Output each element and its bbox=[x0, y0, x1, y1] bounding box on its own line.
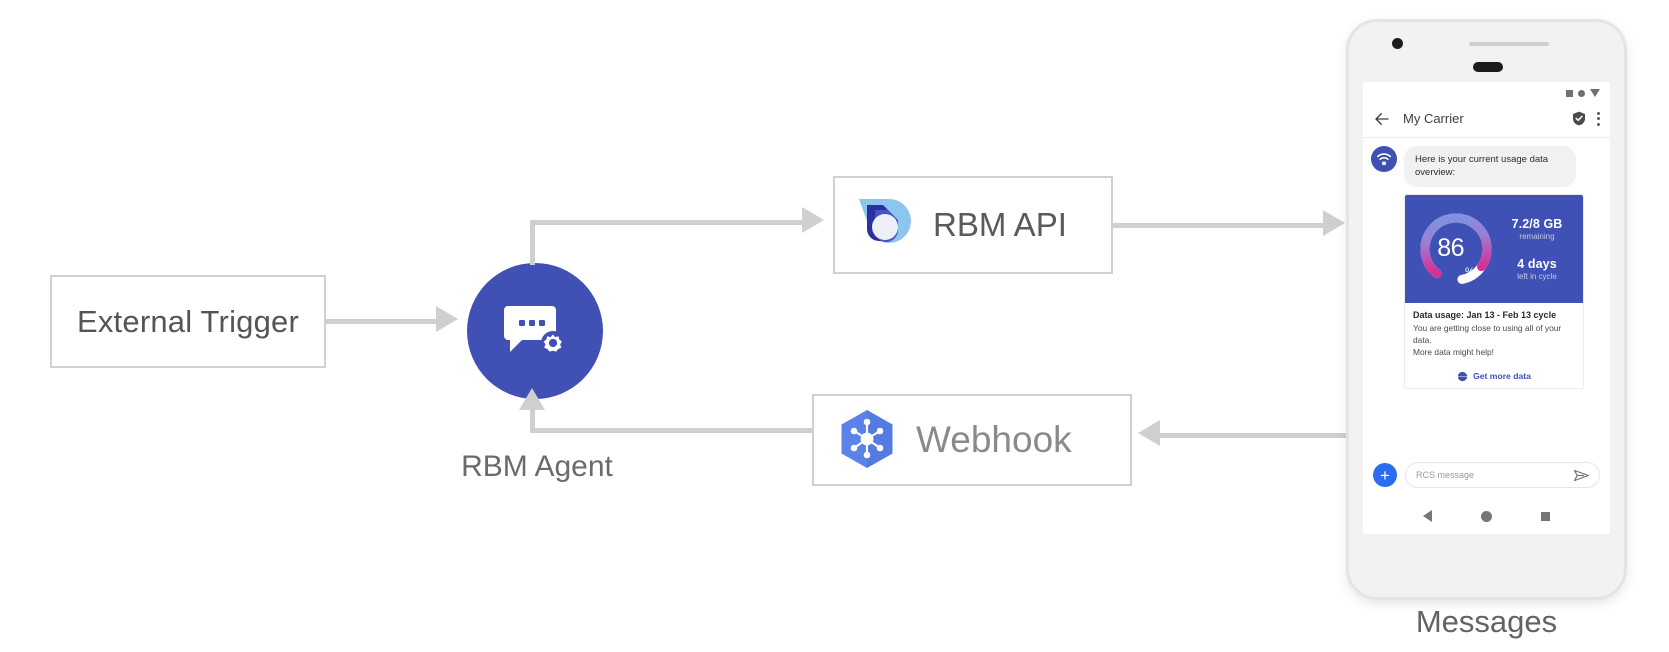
node-external-trigger[interactable]: External Trigger bbox=[50, 275, 326, 368]
arrowhead-api-to-phone bbox=[1323, 210, 1345, 236]
conversation-title: My Carrier bbox=[1403, 111, 1464, 126]
external-trigger-label: External Trigger bbox=[76, 303, 300, 339]
connector-trigger-to-agent bbox=[326, 319, 436, 324]
rcs-input-placeholder: RCS message bbox=[1416, 470, 1475, 480]
connector-agent-to-api-vertical bbox=[530, 220, 535, 265]
gauge-percent-symbol: % bbox=[1465, 265, 1475, 278]
card-hero: 86 % 7.2/8 GB remaining 4 days left in c… bbox=[1405, 194, 1583, 303]
rcs-message-input[interactable]: RCS message bbox=[1405, 462, 1600, 488]
conversation-area: Here is your current usage data overview… bbox=[1363, 138, 1610, 468]
card-title: Data usage: Jan 13 - Feb 13 cycle bbox=[1413, 309, 1557, 320]
rcs-agent-wifi-icon bbox=[1371, 146, 1397, 172]
rich-card[interactable]: 86 % 7.2/8 GB remaining 4 days left in c… bbox=[1404, 193, 1584, 389]
card-hero-stats: 7.2/8 GB remaining 4 days left in cycle bbox=[1499, 217, 1579, 281]
incoming-message-row: Here is your current usage data overview… bbox=[1371, 146, 1602, 187]
card-description-line1: You are getting close to using all of yo… bbox=[1413, 322, 1562, 346]
back-arrow-icon[interactable] bbox=[1373, 110, 1391, 128]
send-icon[interactable] bbox=[1574, 469, 1589, 482]
arrowhead-phone-to-webhook bbox=[1138, 420, 1160, 446]
node-rbm-api[interactable]: RBM API bbox=[833, 176, 1113, 274]
status-bar bbox=[1363, 82, 1610, 100]
circle-icon bbox=[1578, 89, 1585, 97]
arrowhead-agent-to-api bbox=[802, 207, 824, 233]
rbm-api-icon bbox=[859, 199, 911, 243]
globe-icon bbox=[1457, 370, 1469, 382]
front-camera-icon bbox=[1392, 38, 1403, 49]
nav-home-circle-icon[interactable] bbox=[1480, 510, 1492, 522]
phone-screen: My Carrier bbox=[1363, 82, 1610, 534]
app-bar-actions bbox=[1572, 111, 1600, 126]
earpiece-slit bbox=[1469, 42, 1549, 46]
arrowhead-trigger-to-agent bbox=[436, 306, 458, 332]
node-webhook[interactable]: Webhook bbox=[812, 394, 1132, 486]
rbm-api-label: RBM API bbox=[933, 206, 1067, 243]
triangle-down-icon bbox=[1590, 89, 1600, 97]
connector-webhook-to-agent-horizontal bbox=[530, 428, 812, 433]
webhook-hexagon-icon bbox=[841, 410, 893, 468]
app-bar: My Carrier bbox=[1363, 100, 1610, 138]
card-description-line2: More data might help! bbox=[1413, 347, 1495, 358]
connector-api-to-phone bbox=[1113, 223, 1323, 228]
get-more-data-label: Get more data bbox=[1473, 371, 1531, 382]
connector-agent-to-api-horizontal bbox=[530, 220, 802, 225]
earpiece-speaker bbox=[1473, 62, 1503, 72]
device-caption: Messages bbox=[1415, 604, 1558, 639]
connector-phone-to-webhook bbox=[1160, 433, 1350, 438]
nav-back-triangle-icon[interactable] bbox=[1423, 510, 1433, 522]
data-amount-sub: remaining bbox=[1519, 231, 1555, 241]
data-amount: 7.2/8 GB bbox=[1511, 216, 1563, 231]
gauge-value-text: 86 % bbox=[1413, 206, 1499, 292]
compose-bar: + RCS message bbox=[1363, 454, 1610, 496]
get-more-data-button[interactable]: Get more data bbox=[1405, 363, 1583, 388]
connector-webhook-to-agent-vertical bbox=[530, 408, 535, 430]
days-left: 4 days bbox=[1517, 256, 1557, 271]
webhook-label: Webhook bbox=[916, 419, 1072, 460]
message-bubble: Here is your current usage data overview… bbox=[1404, 146, 1576, 187]
rbm-agent-label: RBM Agent bbox=[461, 450, 613, 483]
gauge-percent: 86 bbox=[1437, 234, 1465, 263]
nav-recents-square-icon[interactable] bbox=[1540, 511, 1550, 521]
usage-gauge: 86 % bbox=[1413, 206, 1499, 292]
square-icon bbox=[1566, 89, 1573, 97]
days-left-sub: left in cycle bbox=[1517, 271, 1557, 281]
arrowhead-webhook-to-agent bbox=[519, 388, 545, 410]
phone-device: My Carrier bbox=[1349, 22, 1624, 597]
node-rbm-agent[interactable] bbox=[467, 263, 603, 399]
shield-check-icon[interactable] bbox=[1572, 111, 1586, 126]
plus-icon[interactable]: + bbox=[1373, 463, 1397, 487]
card-body: Data usage: Jan 13 - Feb 13 cycle You ar… bbox=[1405, 303, 1583, 363]
more-vertical-icon[interactable] bbox=[1597, 111, 1600, 126]
chat-gear-icon bbox=[504, 306, 565, 355]
phone-top-bezel bbox=[1349, 22, 1624, 82]
android-nav-bar bbox=[1363, 498, 1610, 534]
